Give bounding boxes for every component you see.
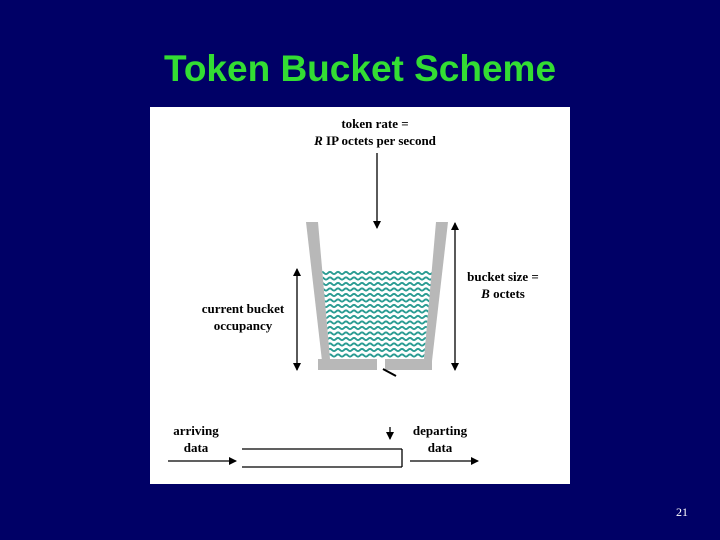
token-rate-line2: R IP octets per second bbox=[290, 132, 460, 149]
bucket-size-var: B bbox=[481, 286, 490, 301]
token-rate-line1: token rate = bbox=[341, 116, 409, 131]
departing-line2: data bbox=[427, 440, 453, 455]
bucket-size-label: bucket size = B octets bbox=[458, 268, 548, 302]
arriving-line2: data bbox=[183, 440, 209, 455]
water-wave-line bbox=[322, 309, 432, 314]
water-wave-line bbox=[322, 353, 432, 358]
water-wave-line bbox=[322, 320, 432, 325]
arriving-line1: arriving bbox=[173, 423, 219, 438]
arriving-data-label: arriving data bbox=[164, 422, 228, 456]
data-path bbox=[242, 448, 403, 468]
bucket-water bbox=[322, 270, 432, 359]
water-wave-line bbox=[322, 336, 432, 342]
water-wave-line bbox=[322, 347, 432, 353]
page-number: 21 bbox=[676, 505, 688, 519]
bucket-size-line2: B octets bbox=[458, 285, 548, 302]
occupancy-label: current bucket occupancy bbox=[188, 300, 298, 334]
water-wave-line bbox=[322, 292, 432, 298]
departing-data-label: departing data bbox=[402, 422, 478, 456]
occupancy-line2: occupancy bbox=[213, 318, 273, 333]
token-rate-var: R bbox=[314, 133, 323, 148]
bucket-walls bbox=[306, 222, 448, 370]
water-wave-line bbox=[322, 342, 432, 347]
water-wave-line bbox=[322, 298, 432, 303]
water-wave-line bbox=[322, 303, 432, 309]
bucket-size-line2-rest: octets bbox=[489, 286, 525, 301]
water-wave-line bbox=[322, 325, 432, 331]
water-wave-line bbox=[322, 314, 432, 320]
water-wave-line bbox=[322, 281, 432, 287]
water-wave-line bbox=[322, 276, 432, 281]
slide-title: Token Bucket Scheme bbox=[163, 48, 557, 89]
bucket-size-line1: bucket size = bbox=[467, 269, 539, 284]
occupancy-line1: current bucket bbox=[201, 301, 285, 316]
diagram-graphics bbox=[168, 153, 479, 468]
water-wave-line bbox=[322, 331, 432, 336]
token-bucket-diagram: token rate = R IP octets per second buck… bbox=[150, 107, 570, 484]
token-rate-label: token rate = R IP octets per second bbox=[290, 115, 460, 149]
departing-line1: departing bbox=[412, 423, 468, 438]
token-rate-line2-rest: IP octets per second bbox=[322, 133, 436, 148]
water-wave-line bbox=[322, 270, 432, 276]
leak-drip bbox=[382, 368, 397, 377]
water-wave-line bbox=[322, 287, 432, 292]
